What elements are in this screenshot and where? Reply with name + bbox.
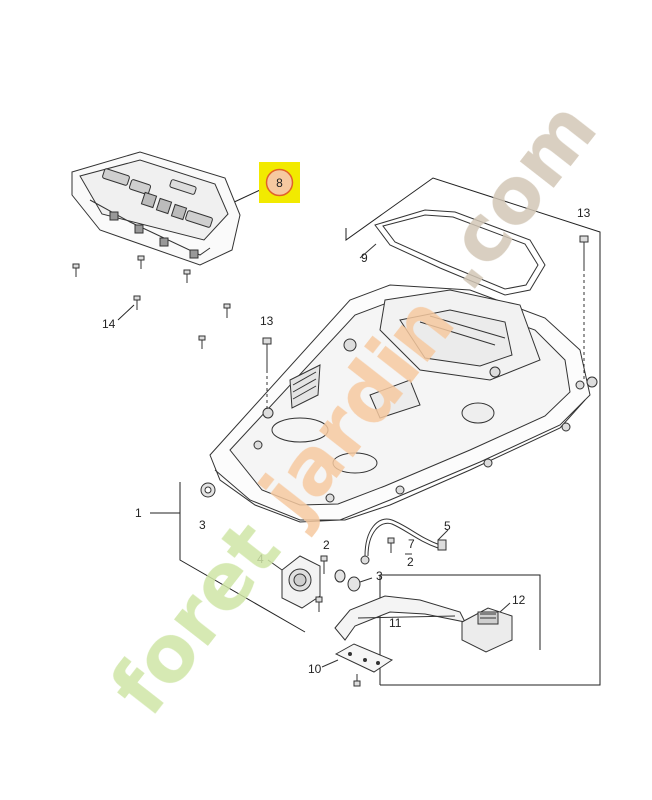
cap-part-3-left [200, 482, 216, 498]
control-panel-part [71, 151, 241, 266]
callout-10: 10 [308, 662, 322, 676]
callout-8: 8 [276, 176, 283, 190]
callout-7: 7 [408, 537, 415, 551]
screw-13-left [262, 337, 272, 410]
assembly-frame-lines [150, 177, 601, 686]
screw-set-14 [72, 255, 231, 349]
callout-1: 1 [135, 506, 142, 520]
callout-5: 5 [444, 519, 451, 533]
chassis-part [209, 284, 598, 523]
screw-13-right [579, 235, 589, 380]
callout-2-lower: 2 [407, 555, 414, 569]
callout-13-right: 13 [577, 206, 591, 220]
callout-3-left: 3 [199, 518, 206, 532]
callout-8-highlight: 8 [259, 162, 300, 203]
callout-12: 12 [512, 593, 526, 607]
callout-14: 14 [102, 317, 116, 331]
wire-harness-part [360, 518, 449, 565]
watermark-part-foret: foret [94, 506, 298, 732]
callout-9: 9 [361, 251, 368, 265]
callout-2-upper: 2 [323, 538, 330, 552]
speaker-part [267, 555, 321, 609]
watermark-part-com: .com [414, 85, 615, 306]
callout-4: 4 [257, 552, 264, 566]
connector-board-part [461, 602, 513, 653]
window-seal-part [359, 209, 546, 296]
callout-3-right: 3 [376, 569, 383, 583]
callout-11: 11 [389, 616, 402, 630]
cap-part-3-right [334, 569, 373, 592]
small-pcb-part [321, 643, 394, 687]
screw-2-parts [315, 537, 412, 612]
callout-labels: 1 2 2 3 3 4 5 7 9 10 11 12 13 13 14 [102, 206, 591, 676]
callout-13-left: 13 [260, 314, 274, 328]
